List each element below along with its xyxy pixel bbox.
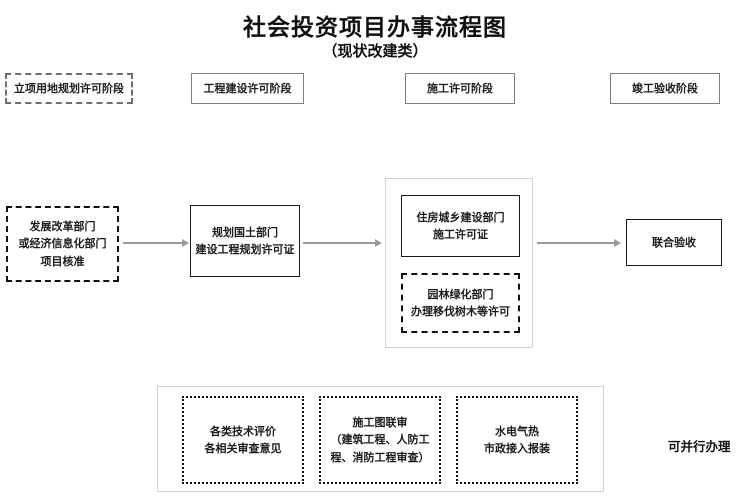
stage-header-4[interactable]: 竣工验收阶段 [610, 73, 720, 104]
stage-header-3[interactable]: 施工许可阶段 [405, 73, 515, 104]
flow-step-3-box-2[interactable]: 园林绿化部门 办理移伐树木等许可 [401, 273, 520, 333]
flow-step-1-box[interactable]: 发展改革部门 或经济信息化部门 项目核准 [6, 206, 119, 282]
flow-step-3-box-1[interactable]: 住房城乡建设部门 施工许可证 [401, 195, 520, 257]
flow-step-4-box[interactable]: 联合验收 [626, 219, 722, 266]
stage-header-2[interactable]: 工程建设许可阶段 [191, 73, 304, 104]
stage-header-3-label: 施工许可阶段 [427, 81, 493, 95]
flow-step-1-line-3: 项目核准 [40, 254, 85, 268]
flow-step-3-box-1-line-1: 住房城乡建设部门 [416, 210, 505, 224]
parallel-box-2[interactable]: 施工图联审 （建筑工程、人防工 程、消防工程审查） [319, 396, 441, 484]
flow-step-1-line-1: 发展改革部门 [29, 220, 96, 234]
parallel-note-label: 可并行办理 [668, 439, 731, 454]
parallel-box-2-line-1: 施工图联审 [352, 416, 408, 430]
parallel-box-3-line-2: 市政接入报装 [484, 442, 550, 455]
flow-step-2-box[interactable]: 规划国土部门 建设工程规划许可证 [190, 205, 300, 277]
connector-1-arrowhead-icon [182, 238, 189, 247]
flow-step-3-box-1-line-2: 施工许可证 [433, 228, 488, 241]
stage-header-1-label: 立项用地规划许可阶段 [14, 81, 124, 95]
parallel-box-3[interactable]: 水电气热 市政接入报装 [456, 396, 578, 484]
flow-step-3-group: 住房城乡建设部门 施工许可证 园林绿化部门 办理移伐树木等许可 [385, 178, 533, 348]
page-subtitle: （现状改建类） [322, 42, 428, 60]
connector-3 [537, 242, 615, 244]
stage-header-1[interactable]: 立项用地规划许可阶段 [5, 73, 133, 104]
flow-step-2-line-2: 建设工程规划许可证 [195, 243, 295, 256]
flow-step-3-box-2-line-2: 办理移伐树木等许可 [411, 305, 510, 318]
page-title: 社会投资项目办事流程图 [243, 15, 507, 41]
connector-2 [303, 242, 376, 244]
parallel-box-1[interactable]: 各类技术评价 各相关审查意见 [182, 396, 304, 484]
flow-step-2-line-1: 规划国土部门 [212, 225, 278, 239]
parallel-box-1-line-1: 各类技术评价 [210, 424, 276, 438]
stage-header-4-label: 竣工验收阶段 [632, 81, 698, 95]
parallel-box-2-line-3: 程、消防工程审查） [330, 450, 430, 464]
connector-2-arrowhead-icon [375, 238, 382, 247]
connector-1 [123, 242, 183, 244]
parallel-group: 各类技术评价 各相关审查意见 施工图联审 （建筑工程、人防工 程、消防工程审查）… [157, 386, 604, 492]
connector-3-arrowhead-icon [614, 238, 621, 247]
flow-step-3-box-2-line-1: 园林绿化部门 [427, 287, 494, 301]
parallel-box-2-line-2: （建筑工程、人防工 [330, 433, 430, 447]
parallel-box-3-line-1: 水电气热 [495, 424, 539, 438]
parallel-box-1-line-2: 各相关审查意见 [204, 442, 282, 455]
flow-step-1-line-2: 或经济信息化部门 [18, 237, 107, 251]
flow-step-4-line-1: 联合验收 [652, 235, 696, 249]
stage-header-2-label: 工程建设许可阶段 [203, 81, 292, 95]
